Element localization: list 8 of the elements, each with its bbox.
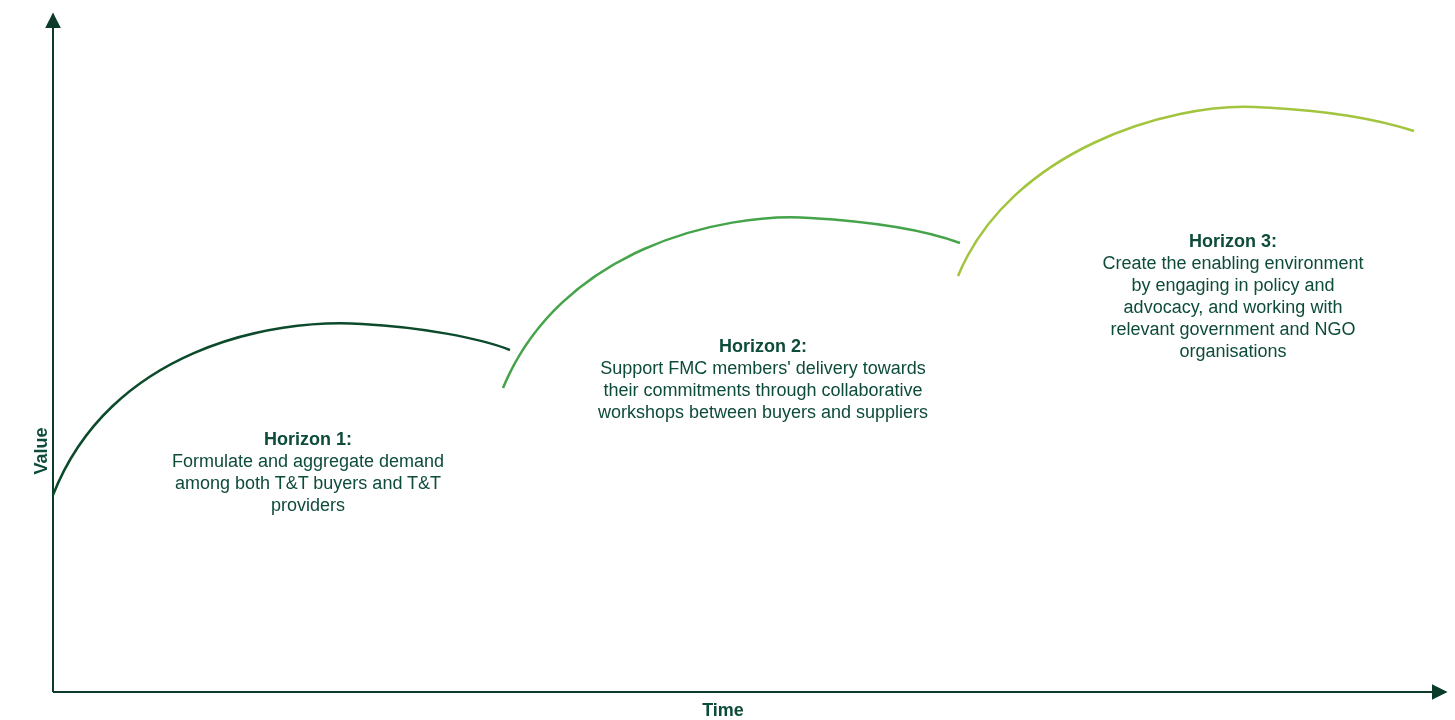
horizon-heading: Horizon 1: bbox=[263, 428, 353, 450]
horizon-heading: Horizon 2: bbox=[718, 335, 808, 357]
horizon-description: Create the enabling environment by engaging in policy and advocacy, and working with relevant government and NGO organisations bbox=[1101, 252, 1365, 362]
horizon-description: Support FMC members' delivery towards their commitments through collaborative workshops between buyers and suppliers bbox=[596, 357, 930, 423]
axis-title: Time bbox=[701, 699, 745, 720]
axis-title: Value bbox=[30, 426, 52, 476]
horizon-description: Formulate and aggregate demand among both T&T buyers and T&T providers bbox=[170, 450, 446, 516]
horizon-heading: Horizon 3: bbox=[1188, 230, 1278, 252]
